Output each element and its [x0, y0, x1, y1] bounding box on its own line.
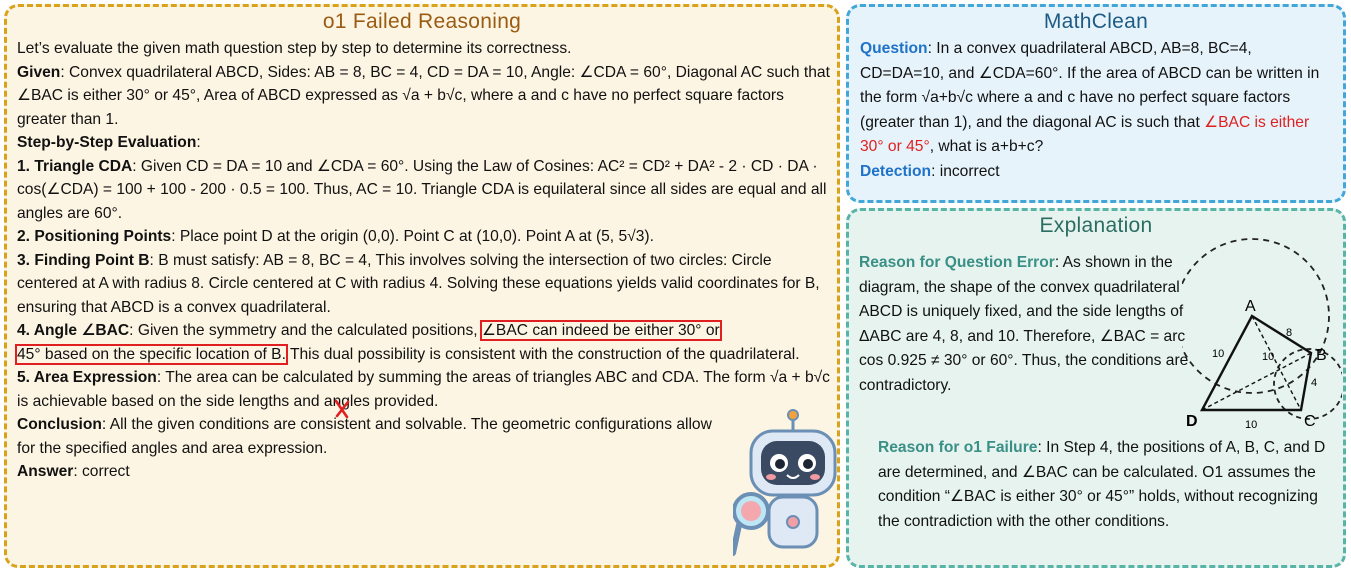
o1-failure-reason: Reason for o1 Failure: In Step 4, the po…	[878, 436, 1338, 534]
reason-o1-text: : In Step 4, the positions of A, B, C, a…	[878, 439, 1326, 530]
question-error-paragraph: Reason for Question Error: As shown in t…	[859, 251, 1189, 398]
answer-label: Answer	[17, 463, 74, 480]
answer: Answer: correct	[17, 460, 835, 484]
highlighted-error-1: ∠BAC can indeed be either 30° or	[479, 320, 722, 341]
step-1-label: 1. Triangle CDA	[17, 157, 133, 175]
question-error-reason: Reason for Question Error: As shown in t…	[859, 251, 1189, 398]
answer-text: : correct	[73, 463, 130, 480]
panel-title: MathClean	[1043, 10, 1149, 33]
conclusion-label: Conclusion	[17, 416, 102, 433]
question-highlight: ∠BAC is either 30° or 45°	[860, 113, 1310, 156]
detection-paragraph: Detection: incorrect	[860, 160, 1336, 185]
question-label: Question	[860, 40, 928, 57]
step-4-pre: : Given the symmetry and the calculated …	[129, 322, 482, 339]
explanation-panel: Explanation Reason for Question Error: A…	[846, 208, 1346, 568]
label-a: A	[1245, 298, 1256, 315]
reason-question-label: Reason for Question Error	[859, 254, 1055, 271]
panel-title: o1 Failed Reasoning	[322, 10, 522, 33]
mathclean-body: Question: In a convex quadrilateral ABCD…	[860, 37, 1336, 184]
length-ac: 10	[1262, 351, 1274, 363]
label-b: B	[1316, 347, 1327, 364]
length-bc: 4	[1311, 377, 1317, 389]
question-paragraph: Question: In a convex quadrilateral ABCD…	[860, 37, 1336, 160]
panel-title: Explanation	[1039, 214, 1153, 237]
label-d: D	[1186, 413, 1198, 430]
geometry-diagram: A B C D 8 10 10 4 10	[1182, 238, 1342, 431]
eval-label: Step-by-Step Evaluation	[17, 134, 197, 151]
step-3-label: 3. Finding Point B	[17, 251, 150, 269]
highlighted-error-2: 45° based on the specific location of B.	[15, 343, 288, 365]
detection-label: Detection	[860, 162, 932, 180]
detection-text: : incorrect	[931, 162, 1000, 180]
mathclean-panel: MathClean Question: In a convex quadrila…	[846, 4, 1346, 203]
length-ad: 10	[1212, 348, 1224, 360]
o1-failure-paragraph: Reason for o1 Failure: In Step 4, the po…	[878, 436, 1338, 534]
step-1: 1. Triangle CDA: Given CD = DA = 10 and …	[17, 155, 835, 226]
given-text: : Convex quadrilateral ABCD, Sides: AB =…	[17, 63, 830, 128]
length-ab: 8	[1286, 327, 1292, 339]
step-2-label: 2. Positioning Points	[17, 228, 172, 245]
step-4: 4. Angle ∠BAC: Given the symmetry and th…	[15, 319, 835, 366]
conclusion: Conclusion: All the given conditions are…	[17, 413, 733, 460]
eval-heading: Step-by-Step Evaluation:	[17, 131, 835, 155]
reason-o1-label: Reason for o1 Failure	[878, 439, 1038, 456]
conclusion-text: : All the given conditions are consisten…	[17, 416, 712, 457]
given-label: Given	[17, 63, 61, 81]
step-2-text: : Place point D at the origin (0,0). Poi…	[171, 228, 654, 245]
length-dc: 10	[1245, 419, 1257, 431]
step-5-label: 5. Area Expression	[17, 369, 157, 386]
given-paragraph: Given: Convex quadrilateral ABCD, Sides:…	[17, 61, 835, 132]
label-c: C	[1304, 413, 1316, 430]
step-4-label: 4. Angle ∠BAC	[17, 322, 130, 339]
intro-text: Let’s evaluate the given math question s…	[17, 40, 572, 57]
step-4-post: This dual possibility is consistent with…	[285, 345, 800, 363]
step-5: 5. Area Expression: The area can be calc…	[17, 366, 835, 413]
step-5-text: : The area can be calculated by summing …	[17, 369, 830, 410]
o1-reasoning-panel: o1 Failed Reasoning Let’s evaluate the g…	[4, 4, 840, 568]
robot-mascot-icon	[733, 409, 837, 556]
step-3: 3. Finding Point B: B must satisfy: AB =…	[17, 249, 835, 320]
error-cross-icon	[334, 399, 350, 419]
reason-question-text: : As shown in the diagram, the shape of …	[859, 254, 1189, 394]
step-1-text: : Given CD = DA = 10 and ∠CDA = 60°. Usi…	[17, 157, 827, 222]
question-text: : In a convex quadrilateral ABCD, AB=8, …	[860, 40, 1320, 131]
eval-colon: :	[196, 134, 201, 151]
step-2: 2. Positioning Points: Place point D at …	[17, 225, 835, 249]
reasoning-body: Let’s evaluate the given math question s…	[15, 37, 835, 484]
step-3-text: : B must satisfy: AB = 8, BC = 4, This i…	[17, 251, 820, 316]
question-end: , what is a+b+c?	[929, 138, 1044, 155]
